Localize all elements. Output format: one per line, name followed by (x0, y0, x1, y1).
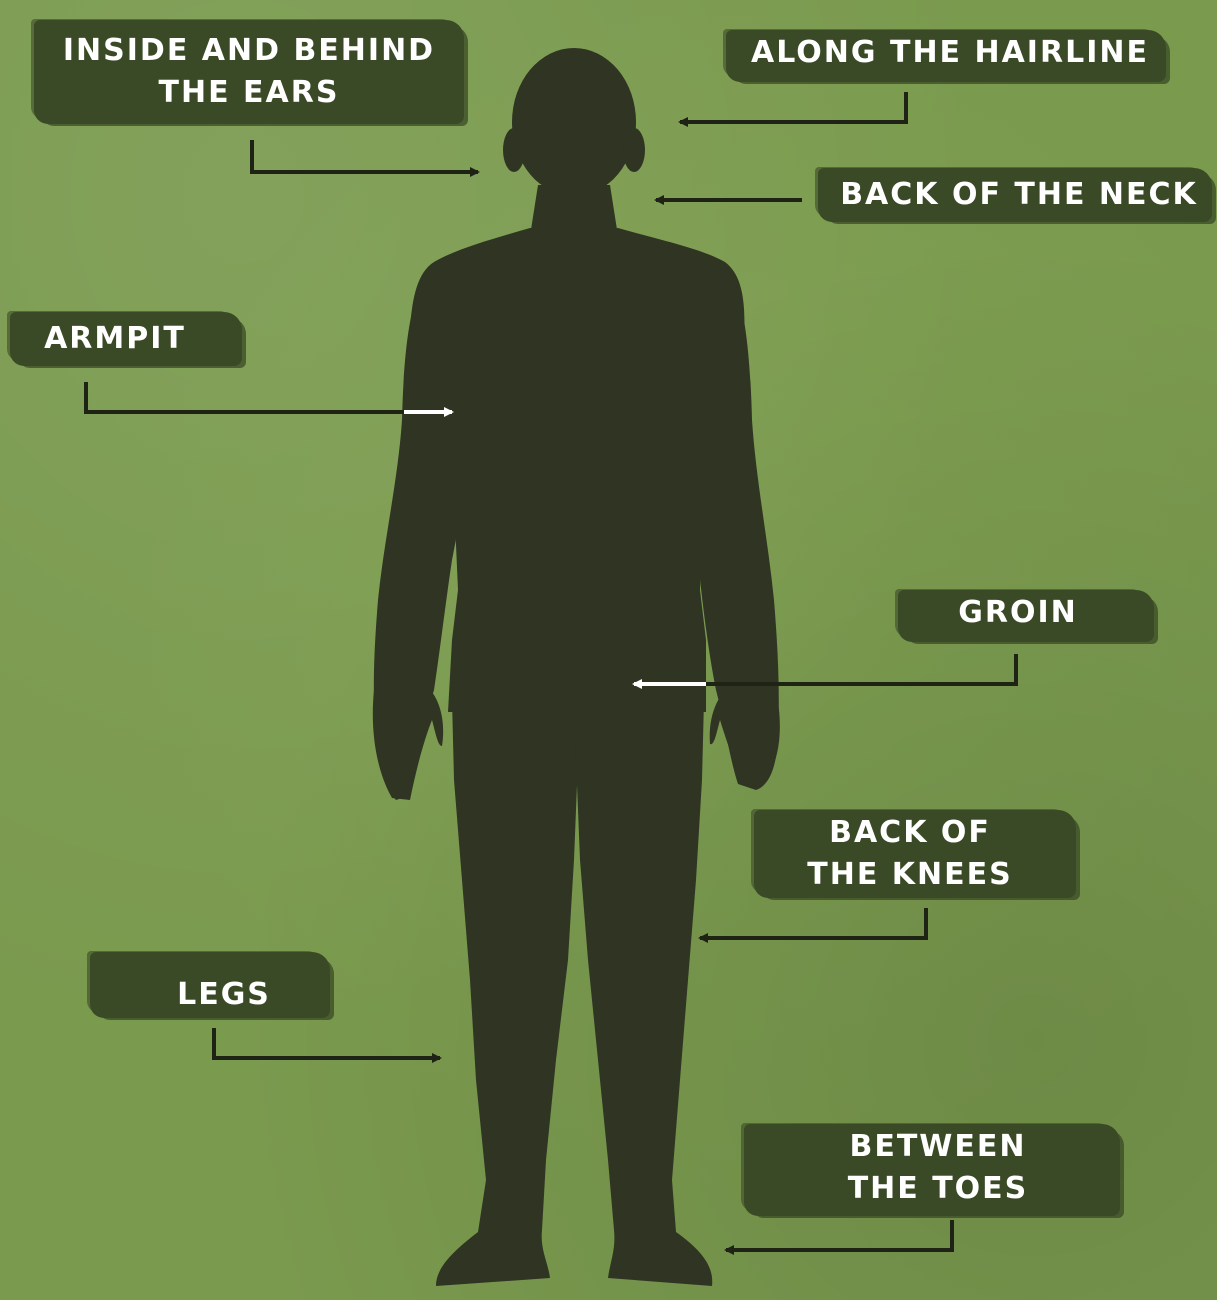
silhouette-leg-right (572, 700, 712, 1286)
label-knees-line1: BACK OF (754, 812, 1066, 854)
silhouette-head (512, 48, 636, 196)
label-neck: BACK OF THE NECK (822, 174, 1216, 216)
label-legs: LEGS (104, 974, 344, 1016)
label-ears-line1: INSIDE AND BEHIND (34, 30, 464, 72)
label-ears-line2: THE EARS (34, 72, 464, 114)
label-hairline: ALONG THE HAIRLINE (730, 32, 1170, 74)
label-ears: INSIDE AND BEHIND THE EARS (34, 30, 464, 114)
arrow-toes (726, 1220, 952, 1250)
arrow-legs (214, 1028, 440, 1058)
arrow-hairline (680, 92, 906, 122)
silhouette-ear-right (623, 128, 645, 172)
body-silhouette (373, 48, 780, 1286)
label-groin: GROIN (898, 592, 1138, 634)
arrow-armpit-dark (86, 382, 406, 412)
label-knees: BACK OF THE KNEES (754, 812, 1066, 896)
label-toes-line2: THE TOES (750, 1168, 1126, 1210)
arrow-ears (252, 140, 478, 172)
label-armpit: ARMPIT (10, 318, 220, 360)
label-toes-line1: BETWEEN (750, 1126, 1126, 1168)
label-knees-line2: THE KNEES (754, 854, 1066, 896)
silhouette-hand-left (373, 680, 443, 800)
silhouette-ear-left (503, 128, 525, 172)
arrow-knees (700, 908, 926, 938)
silhouette-leg-left (436, 700, 578, 1286)
label-toes: BETWEEN THE TOES (750, 1126, 1126, 1210)
